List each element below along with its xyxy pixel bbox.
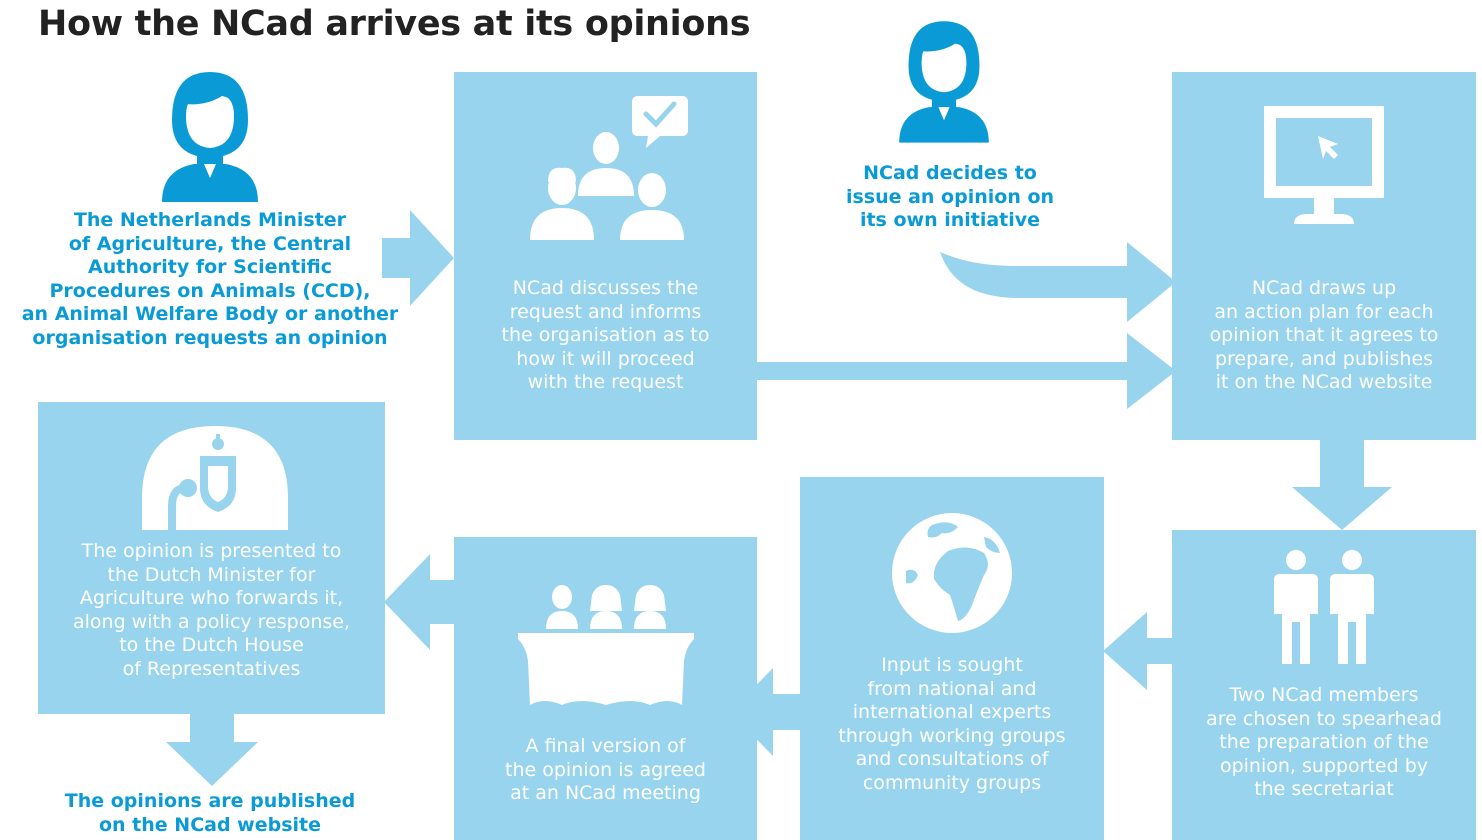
step-text-line: at an NCad meeting	[510, 782, 701, 804]
step-text-line: through working groups	[838, 724, 1066, 747]
arrow-final-to-presented	[384, 554, 456, 650]
step-text-line: the secretariat	[1254, 778, 1394, 800]
globe-icon	[888, 509, 1016, 641]
step-text-line: from national and	[867, 677, 1037, 700]
step-text-line: The opinion is presented to	[81, 540, 342, 562]
arrow-presented-to-outcome	[166, 714, 258, 786]
step-text-line: request and informs	[509, 300, 702, 323]
step-action-plan-box: NCad draws up an action plan for each op…	[1172, 72, 1476, 440]
panel-table-icon	[518, 581, 694, 721]
step-text-line: NCad discusses the	[512, 277, 699, 299]
initiative-label: NCad decides to issue an opinion on its …	[845, 162, 1055, 231]
step-text-line: opinion that it agrees to	[1209, 324, 1439, 346]
arrow-request-to-discuss	[382, 210, 454, 306]
monitor-cursor-icon	[1258, 102, 1390, 236]
two-people-icon	[1268, 548, 1380, 668]
arrow-members-to-input	[1103, 612, 1174, 690]
step-text-line: are chosen to spearhead	[1206, 707, 1442, 730]
arrow-action-plan-to-members	[1292, 440, 1392, 530]
step-text-line: Input is sought	[881, 654, 1023, 676]
requester-label: The Netherlands Minister of Agriculture,…	[21, 209, 399, 349]
page-title: How the NCad arrives at its opinions	[38, 4, 751, 44]
step-text-line: the preparation of the	[1219, 731, 1429, 753]
person-icon	[150, 70, 270, 206]
step-text-line: Two NCad members	[1229, 684, 1419, 706]
arrow-discuss-to-action-plan	[756, 333, 1176, 409]
step-text-line: the opinion is agreed	[505, 758, 706, 781]
step-text-line: how it will proceed	[516, 347, 695, 370]
step-text-line: with the request	[527, 371, 684, 393]
step-text-line: Agriculture who forwards it,	[79, 587, 344, 609]
step-text-line: A final version of	[525, 735, 686, 757]
step-final-box: A final version of the opinion is agreed…	[454, 537, 757, 840]
step-text-line: the Dutch Minister for	[107, 563, 316, 586]
step-text-line: the organisation as to	[501, 324, 710, 346]
step-text-line: it on the NCad website	[1215, 371, 1433, 393]
step-input-box: Input is sought from national and intern…	[800, 477, 1104, 840]
step-text-line: opinion, supported by	[1219, 754, 1429, 777]
step-discuss-box: NCad discusses the request and informs t…	[454, 72, 757, 440]
step-text-line: and consultations of	[855, 748, 1049, 770]
person-icon	[888, 18, 1000, 148]
step-text-line: prepare, and publishes	[1214, 347, 1434, 370]
meeting-chat-icon	[522, 90, 692, 254]
step-text-line: of Representatives	[122, 657, 301, 680]
step-text-line: NCad draws up	[1251, 277, 1397, 299]
arrow-initiative-to-action-plan	[940, 242, 1176, 322]
step-text-line: along with a policy response,	[72, 610, 351, 633]
parliament-emblem-icon	[142, 426, 288, 534]
step-text-line: an action plan for each	[1214, 300, 1434, 323]
step-text-line: international experts	[852, 701, 1052, 723]
arrow-input-to-final	[730, 668, 802, 756]
step-presented-box: The opinion is presented to the Dutch Mi…	[38, 402, 385, 714]
step-text-line: community groups	[862, 771, 1042, 794]
step-text-line: to the Dutch House	[119, 634, 304, 656]
step-members-box: Two NCad members are chosen to spearhead…	[1172, 530, 1476, 840]
outcome-label: The opinions are published on the NCad w…	[64, 790, 356, 836]
